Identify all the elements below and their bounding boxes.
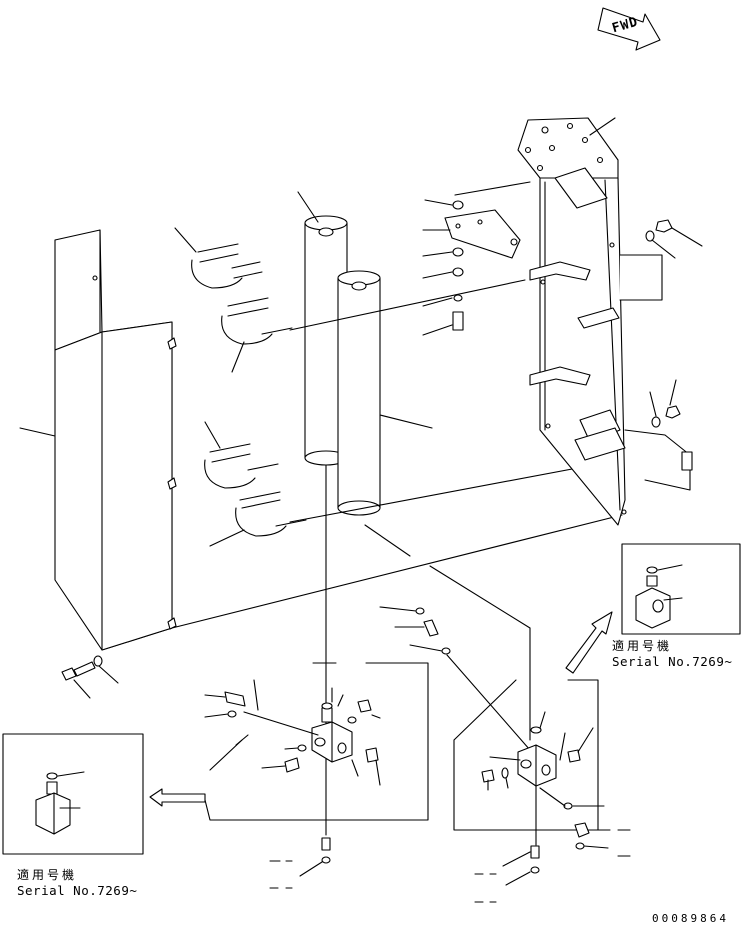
leader-line [423, 252, 452, 256]
leader-line [664, 598, 682, 600]
fitting-block [482, 727, 589, 873]
leader-line [285, 748, 298, 749]
serial-label-right: Serial No.7269~ [612, 654, 733, 669]
serial-label-left: Serial No.7269~ [17, 883, 138, 898]
leader-line [540, 788, 565, 806]
leader-line [658, 565, 682, 570]
pipe-line [430, 566, 530, 628]
cover-panel [55, 230, 176, 650]
leader-line [652, 240, 675, 258]
drawing-code: 00089864 [652, 912, 729, 925]
projection-line [290, 280, 525, 330]
leader-line [503, 852, 530, 866]
leader-line [205, 714, 228, 717]
leader-line [74, 680, 90, 698]
mounting-bracket [518, 118, 692, 525]
inset-box-left [3, 734, 143, 854]
leader-line [372, 715, 380, 718]
band-clamp [192, 244, 262, 288]
nut-icon [646, 220, 680, 427]
band-clamp [222, 298, 292, 344]
boundary-line [454, 680, 598, 830]
leader-line [578, 728, 593, 752]
leader-line [298, 192, 318, 222]
boundary-line [205, 663, 428, 820]
fitting-small [416, 608, 450, 654]
inset-fitting-left [36, 773, 70, 834]
arrow-left-icon [150, 789, 205, 806]
leader-line [590, 118, 615, 135]
leader-line [560, 733, 565, 760]
leader-line [650, 392, 656, 416]
leader-line [262, 766, 285, 768]
leader-line [423, 272, 452, 278]
leader-line [205, 695, 225, 697]
leader-line [410, 645, 442, 651]
projection-line [290, 460, 620, 522]
leader-line [672, 228, 702, 246]
leader-line [244, 712, 318, 735]
leader-line [205, 422, 220, 448]
leader-line [210, 530, 244, 546]
leader-line [584, 846, 608, 848]
leader-line [540, 712, 545, 728]
band-clamp [236, 492, 306, 536]
leader-line [58, 772, 84, 776]
band-clamp [205, 444, 278, 488]
bolt-icon [62, 656, 102, 680]
leader-line [423, 325, 452, 335]
leader-line [300, 862, 322, 876]
leader-line [236, 735, 248, 745]
leader-line [232, 342, 244, 372]
pipe-line [365, 525, 410, 556]
projection-line [455, 182, 530, 195]
leader-line [670, 380, 676, 405]
leader-line [380, 415, 432, 428]
tank-front [338, 271, 380, 515]
leader-line [376, 760, 380, 785]
leader-line [506, 778, 508, 788]
leader-line [425, 200, 452, 205]
applicable-label-left: 適用号機 [17, 868, 78, 882]
leader-line [254, 680, 258, 710]
pipe-line [447, 655, 530, 750]
leader-line [338, 695, 343, 706]
fitting-block [225, 692, 378, 863]
leader-line [99, 666, 118, 683]
leader-line [20, 428, 55, 436]
fwd-arrow-icon [598, 8, 660, 50]
leader-line [175, 228, 196, 252]
inset-box-right [622, 544, 740, 634]
leader-line [380, 607, 416, 611]
applicable-label-right: 適用号機 [612, 639, 673, 653]
leader-line [423, 298, 452, 306]
leader-line [506, 872, 530, 885]
leader-line [352, 760, 358, 776]
fastener-stack [445, 201, 520, 330]
inset-fitting-right [636, 567, 670, 628]
arrow-up-right-icon [566, 612, 612, 673]
projection-line [172, 515, 622, 628]
leader-line [490, 757, 520, 760]
